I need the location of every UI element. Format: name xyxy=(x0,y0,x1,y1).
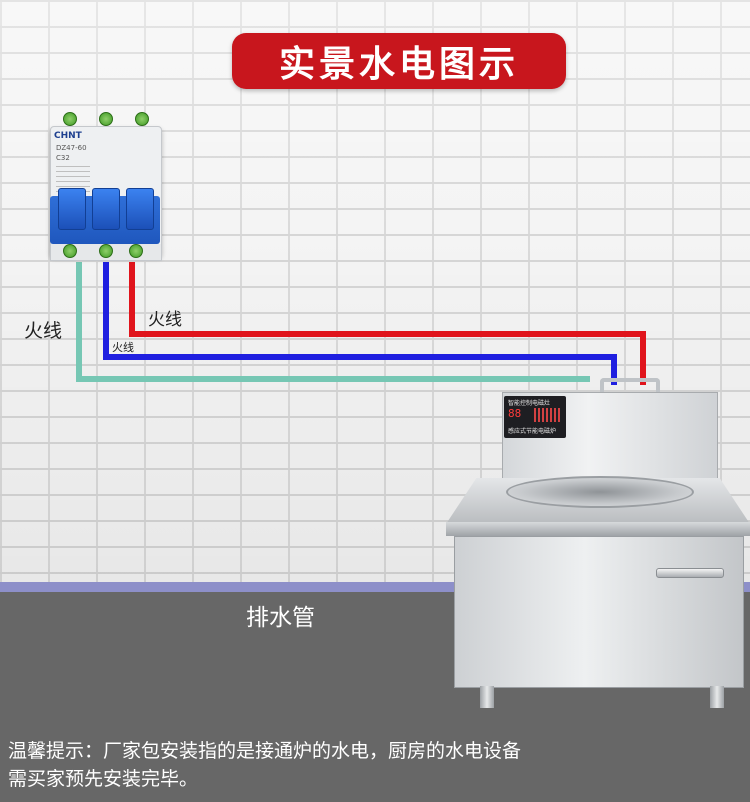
breaker-handle xyxy=(58,188,86,230)
panel-display: 88 xyxy=(508,407,522,420)
wok-icon xyxy=(506,476,694,508)
brick-wall xyxy=(0,0,750,582)
stove-leg xyxy=(480,686,494,708)
wire-label-left: 火线 xyxy=(24,320,63,342)
control-panel: 智能控制电磁灶 88 感应式节能电磁炉 xyxy=(504,396,566,438)
wire-label-small: 火线 xyxy=(112,341,134,354)
wire-blue xyxy=(103,262,617,385)
terminal-screw-icon xyxy=(129,244,143,258)
page-title: 实景水电图示 xyxy=(278,44,519,85)
tip-line-2: 需买家预先安装完毕。 xyxy=(8,768,199,790)
tip-line-1: 温馨提示：厂家包安装指的是接通炉的水电，厨房的水电设备 xyxy=(8,740,522,762)
drain-pipe-label: 排水管 xyxy=(246,605,315,631)
terminal-screw-icon xyxy=(99,112,113,126)
breaker-handle xyxy=(92,188,120,230)
floor-strip xyxy=(0,582,750,592)
wire-label-upper: 火线 xyxy=(148,310,182,330)
breaker-handle xyxy=(126,188,154,230)
breaker-curve: C32 xyxy=(56,154,70,162)
stove-cabinet xyxy=(454,536,744,688)
tip-text: 温馨提示：厂家包安装指的是接通炉的水电，厨房的水电设备 需买家预先安装完毕。 xyxy=(8,737,748,793)
panel-header: 智能控制电磁灶 xyxy=(508,400,551,407)
breaker-spec-lines xyxy=(56,166,90,192)
stove-front-rim xyxy=(446,522,750,536)
panel-leds xyxy=(534,408,562,422)
terminal-screw-icon xyxy=(135,112,149,126)
terminal-screw-icon xyxy=(63,244,77,258)
circuit-breaker: CHNT DZ47-60 C32 xyxy=(50,108,162,266)
terminal-screw-icon xyxy=(63,112,77,126)
panel-footer: 感应式节能电磁炉 xyxy=(508,428,557,435)
cabinet-handle xyxy=(656,568,724,578)
induction-stove: 智能控制电磁灶 88 感应式节能电磁炉 xyxy=(446,378,750,710)
stove-leg xyxy=(710,686,724,708)
faucet-icon xyxy=(600,378,660,404)
title-banner: 实景水电图示 xyxy=(232,33,566,89)
wire-green xyxy=(76,262,590,382)
wire-red xyxy=(129,262,646,385)
terminal-screw-icon xyxy=(99,244,113,258)
breaker-brand: CHNT xyxy=(54,131,82,141)
breaker-model: DZ47-60 xyxy=(56,144,87,152)
